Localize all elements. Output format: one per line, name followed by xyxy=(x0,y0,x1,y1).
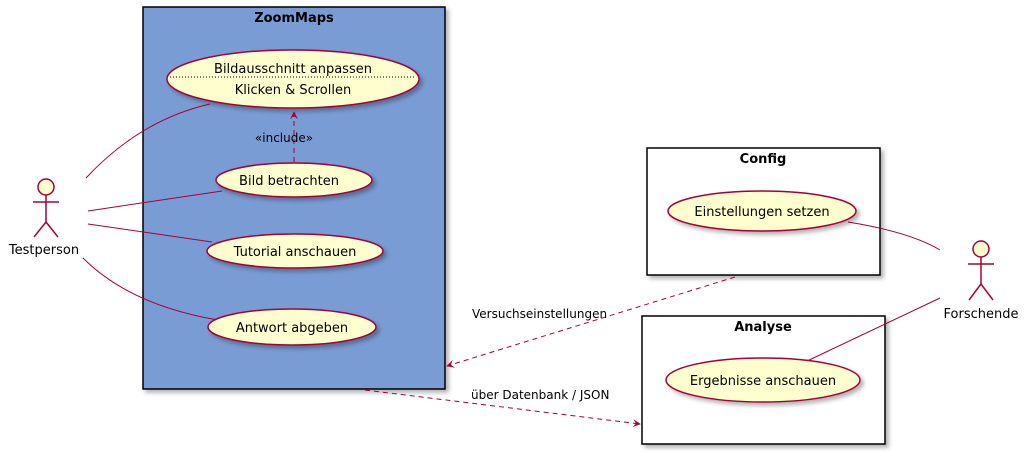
usecase-tutorial-label: Tutorial anschauen xyxy=(233,245,357,260)
assoc-testperson-bildausschnitt xyxy=(85,103,211,179)
assoc-testperson-antwort xyxy=(82,257,219,321)
actor-forschende-label: Forschende xyxy=(944,307,1019,322)
stick-figure-icon xyxy=(33,178,59,238)
include-label: «include» xyxy=(255,131,313,145)
actor-testperson: Testperson xyxy=(8,178,79,258)
usecase-antwort-label: Antwort abgeben xyxy=(236,321,348,336)
usecase-bildausschnitt: Bildausschnitt anpassen Klicken & Scroll… xyxy=(166,49,420,109)
usecase-antwort: Antwort abgeben xyxy=(207,308,377,346)
assoc-testperson-bild-betrachten xyxy=(87,190,223,212)
usecase-bild-betrachten-label: Bild betrachten xyxy=(239,174,339,189)
usecase-ergebnisse: Ergebnisse anschauen xyxy=(665,357,861,403)
usecase-bild-betrachten: Bild betrachten xyxy=(215,162,373,198)
versuchseinstellungen-label: Versuchseinstellungen xyxy=(472,307,607,321)
usecase-einstellungen-label: Einstellungen setzen xyxy=(694,205,829,220)
dependency-versuchseinstellungen: Versuchseinstellungen xyxy=(446,276,736,368)
assoc-forschende-ergebnisse xyxy=(804,297,941,363)
include-dependency: «include» xyxy=(255,111,313,162)
usecase-bildausschnitt-detail: Klicken & Scrollen xyxy=(235,83,351,98)
actor-testperson-label: Testperson xyxy=(8,243,79,258)
system-config-title: Config xyxy=(740,152,787,167)
usecase-bildausschnitt-title: Bildausschnitt anpassen xyxy=(214,62,372,77)
dependency-datenbank: über Datenbank / JSON xyxy=(364,388,641,428)
system-analyse-title: Analyse xyxy=(734,320,792,335)
usecase-einstellungen: Einstellungen setzen xyxy=(667,190,857,232)
datenbank-label: über Datenbank / JSON xyxy=(471,388,609,402)
usecase-ergebnisse-label: Ergebnisse anschauen xyxy=(690,374,836,389)
associations xyxy=(82,103,941,363)
stick-figure-icon xyxy=(968,240,994,301)
actor-forschende: Forschende xyxy=(944,240,1019,322)
assoc-forschende-einstellungen xyxy=(847,221,941,251)
assoc-testperson-tutorial xyxy=(87,223,213,243)
usecase-tutorial: Tutorial anschauen xyxy=(206,233,384,269)
system-zoommaps-title: ZoomMaps xyxy=(254,11,334,26)
